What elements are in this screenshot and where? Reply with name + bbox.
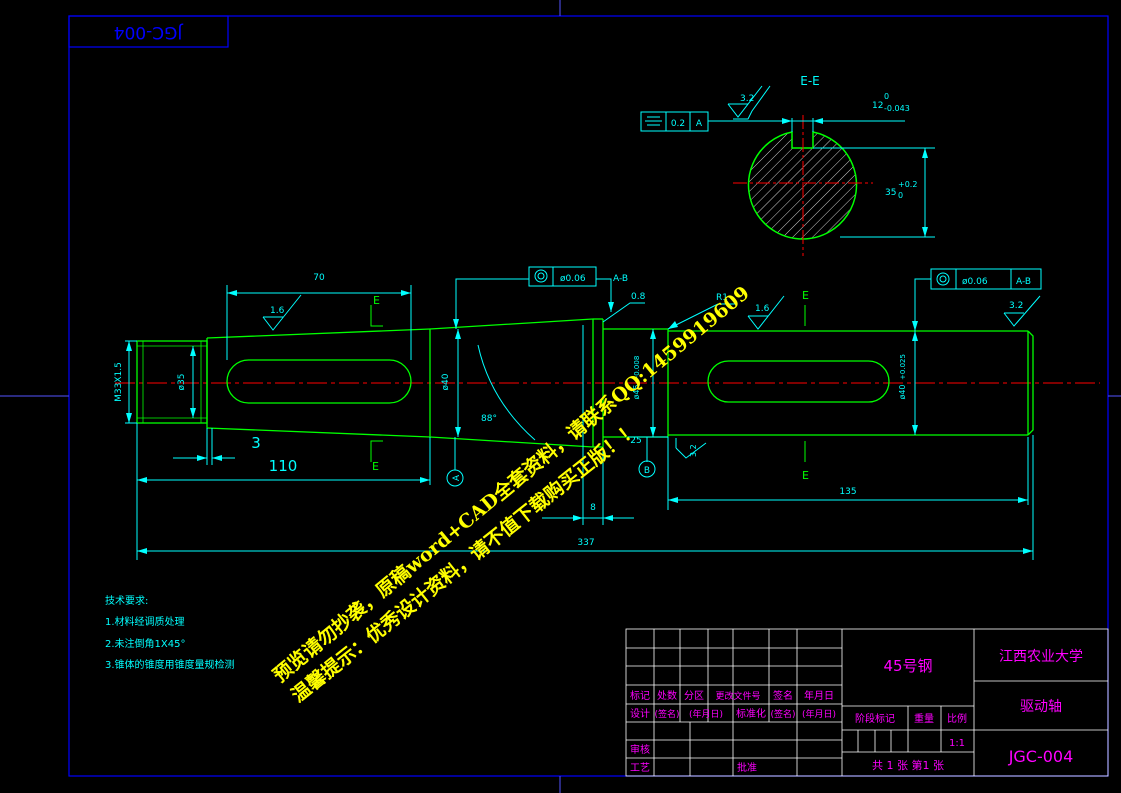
datum-a: A <box>452 474 462 481</box>
cutting-plane-e <box>370 305 806 462</box>
runout-frame-left <box>528 266 597 287</box>
cut-e-top-right: E <box>802 289 809 302</box>
title-block-text: 45号钢 江西农业大学 驱动轴 JGC-004 标记 处数 分区 更改文件号 签… <box>630 649 1083 774</box>
section-width-tol-lower: -0.043 <box>884 104 910 113</box>
dim-70: 70 <box>313 273 325 283</box>
cut-e-top-left: E <box>373 294 380 307</box>
section-hatch <box>748 132 857 239</box>
section-width-value: 12 <box>872 101 883 111</box>
tb-material: 45号钢 <box>883 657 932 675</box>
notes-item-3: 3.锥体的锥度用锥度量规检测 <box>105 658 235 671</box>
tb-design-date: (年月日) <box>689 708 723 720</box>
tb-school: 江西农业大学 <box>999 649 1083 665</box>
tb-check: 审核 <box>630 743 650 756</box>
symmetry-datum: A <box>696 119 703 129</box>
dim-d45: ø45 <box>632 384 641 399</box>
roughness-16-left: 1.6 <box>270 306 285 316</box>
tb-hdr-sign: 签名 <box>773 689 793 702</box>
tb-hdr-chushu: 处数 <box>657 689 677 702</box>
tb-design: 设计 <box>630 707 650 720</box>
section-e-e: E-E 3.2 12 0 -0.043 35 +0.2 0 0.2 A <box>640 74 935 256</box>
angle-88: 88° <box>481 414 497 424</box>
dim-25: 25 <box>630 436 641 446</box>
runout-left-datum: A-B <box>613 274 628 284</box>
tb-stage: 阶段标记 <box>855 712 895 725</box>
watermark-line1: 预览请勿抄袭，原稿word+CAD全套资料，请联系QQ:1459919609 <box>269 281 754 687</box>
cut-e-bottom-right: E <box>802 469 809 482</box>
runout-right-value: ø0.06 <box>962 277 988 287</box>
tb-hdr-file: 更改文件号 <box>715 690 760 702</box>
dim-d40-right: ø40 <box>898 384 907 399</box>
dimension-arrows <box>126 290 1033 554</box>
dim-m33: M33X1.5 <box>114 362 124 402</box>
chamfer-08: 0.8 <box>631 292 646 302</box>
notes-item-1: 1.材料经调质处理 <box>105 615 185 628</box>
section-label: E-E <box>800 74 820 88</box>
technical-notes: 技术要求: 1.材料经调质处理 2.未注倒角1X45° 3.锥体的锥度用锥度量规… <box>105 594 235 671</box>
roughness-32-bottom: 3.2 <box>689 444 698 457</box>
tb-scale-value: 1:1 <box>949 738 965 749</box>
tb-process: 工艺 <box>630 762 650 774</box>
tb-hdr-date: 年月日 <box>804 689 834 702</box>
shaft-main-view: E E E E <box>114 85 1100 560</box>
fillet-r1: R1 <box>716 293 728 303</box>
symmetry-tolerance-frame <box>640 111 770 132</box>
tb-design-sign: (签名) <box>654 708 679 720</box>
section-roughness: 3.2 <box>740 94 754 104</box>
cut-e-bottom-left: E <box>372 460 379 473</box>
tb-standard: 标准化 <box>736 707 766 720</box>
tb-weight: 重量 <box>914 712 934 725</box>
section-depth-tol-lower: 0 <box>898 191 903 200</box>
watermark-line2: 温馨提示：优秀设计资料，请不值下载购买正版！！ <box>287 417 643 707</box>
dim-8: 8 <box>590 503 596 513</box>
tb-standard-sign: (签名) <box>770 708 795 720</box>
section-depth-tol-upper: +0.2 <box>898 180 917 189</box>
roughness-16-right: 1.6 <box>755 304 770 314</box>
dim-d40: ø40 <box>441 373 451 390</box>
dim-d40-right-tol: +0.025 <box>899 354 907 380</box>
tb-drawing-no: JGC-004 <box>1008 747 1074 766</box>
notes-title: 技术要求: <box>105 594 148 607</box>
section-depth-value: 35 <box>885 188 896 198</box>
roughness-symbols <box>262 85 1041 459</box>
runout-right-datum: A-B <box>1016 277 1031 287</box>
dim-d35: ø35 <box>177 374 187 391</box>
runout-frame-right <box>930 268 1042 290</box>
runout-left-value: ø0.06 <box>560 274 586 284</box>
dim-337: 337 <box>577 538 594 548</box>
title-block <box>625 628 1109 777</box>
datum-markers <box>446 460 656 487</box>
tb-scale-label: 比例 <box>947 712 967 725</box>
roughness-32-right: 3.2 <box>1009 301 1023 311</box>
tb-approve: 批准 <box>737 761 757 774</box>
datum-b: B <box>644 466 650 476</box>
dim-110: 110 <box>269 457 298 475</box>
code-box-text: JGC-004 <box>114 22 184 42</box>
tb-standard-date: (年月日) <box>802 708 836 720</box>
section-width-tol-upper: 0 <box>884 92 889 101</box>
tb-part-name: 驱动轴 <box>1020 699 1062 715</box>
tb-sheet: 共 1 张 第1 张 <box>872 758 944 772</box>
tb-hdr-fenqu: 分区 <box>684 690 704 702</box>
dim-135: 135 <box>839 487 856 497</box>
symmetry-tolerance-value: 0.2 <box>671 119 685 129</box>
dim-3: 3 <box>251 434 261 452</box>
dim-d45-tol: -0.008 <box>633 356 641 379</box>
tb-hdr-biaoji: 标记 <box>630 690 650 702</box>
notes-item-2: 2.未注倒角1X45° <box>105 637 185 650</box>
watermark: 预览请勿抄袭，原稿word+CAD全套资料，请联系QQ:1459919609 温… <box>269 281 754 707</box>
